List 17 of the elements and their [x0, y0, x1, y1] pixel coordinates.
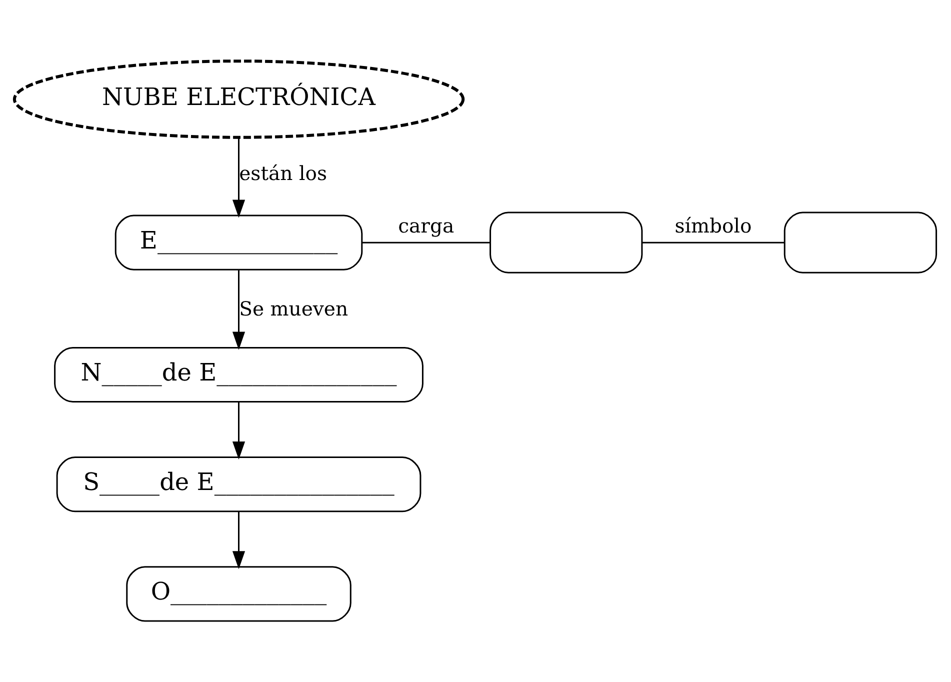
edge-label: símbolo [674, 214, 752, 238]
arrow [232, 402, 246, 460]
arrow [232, 270, 246, 350]
connector [642, 242, 785, 244]
node-box: N_____de E_______________ [54, 346, 424, 402]
node-box: S_____de E_______________ [56, 456, 422, 512]
node-box [490, 212, 643, 274]
edge-label: carga [398, 214, 454, 238]
edge-label: están los [239, 162, 327, 186]
node-box [784, 212, 938, 274]
node-box: O_____________ [126, 566, 352, 622]
arrow [232, 512, 246, 570]
edge-label: Se mueven [239, 297, 348, 320]
arrow [232, 138, 246, 218]
node-box: E_______________ [114, 214, 363, 270]
connector [362, 242, 490, 244]
node-ellipse: NUBE ELECTRÓNICA [12, 60, 465, 139]
